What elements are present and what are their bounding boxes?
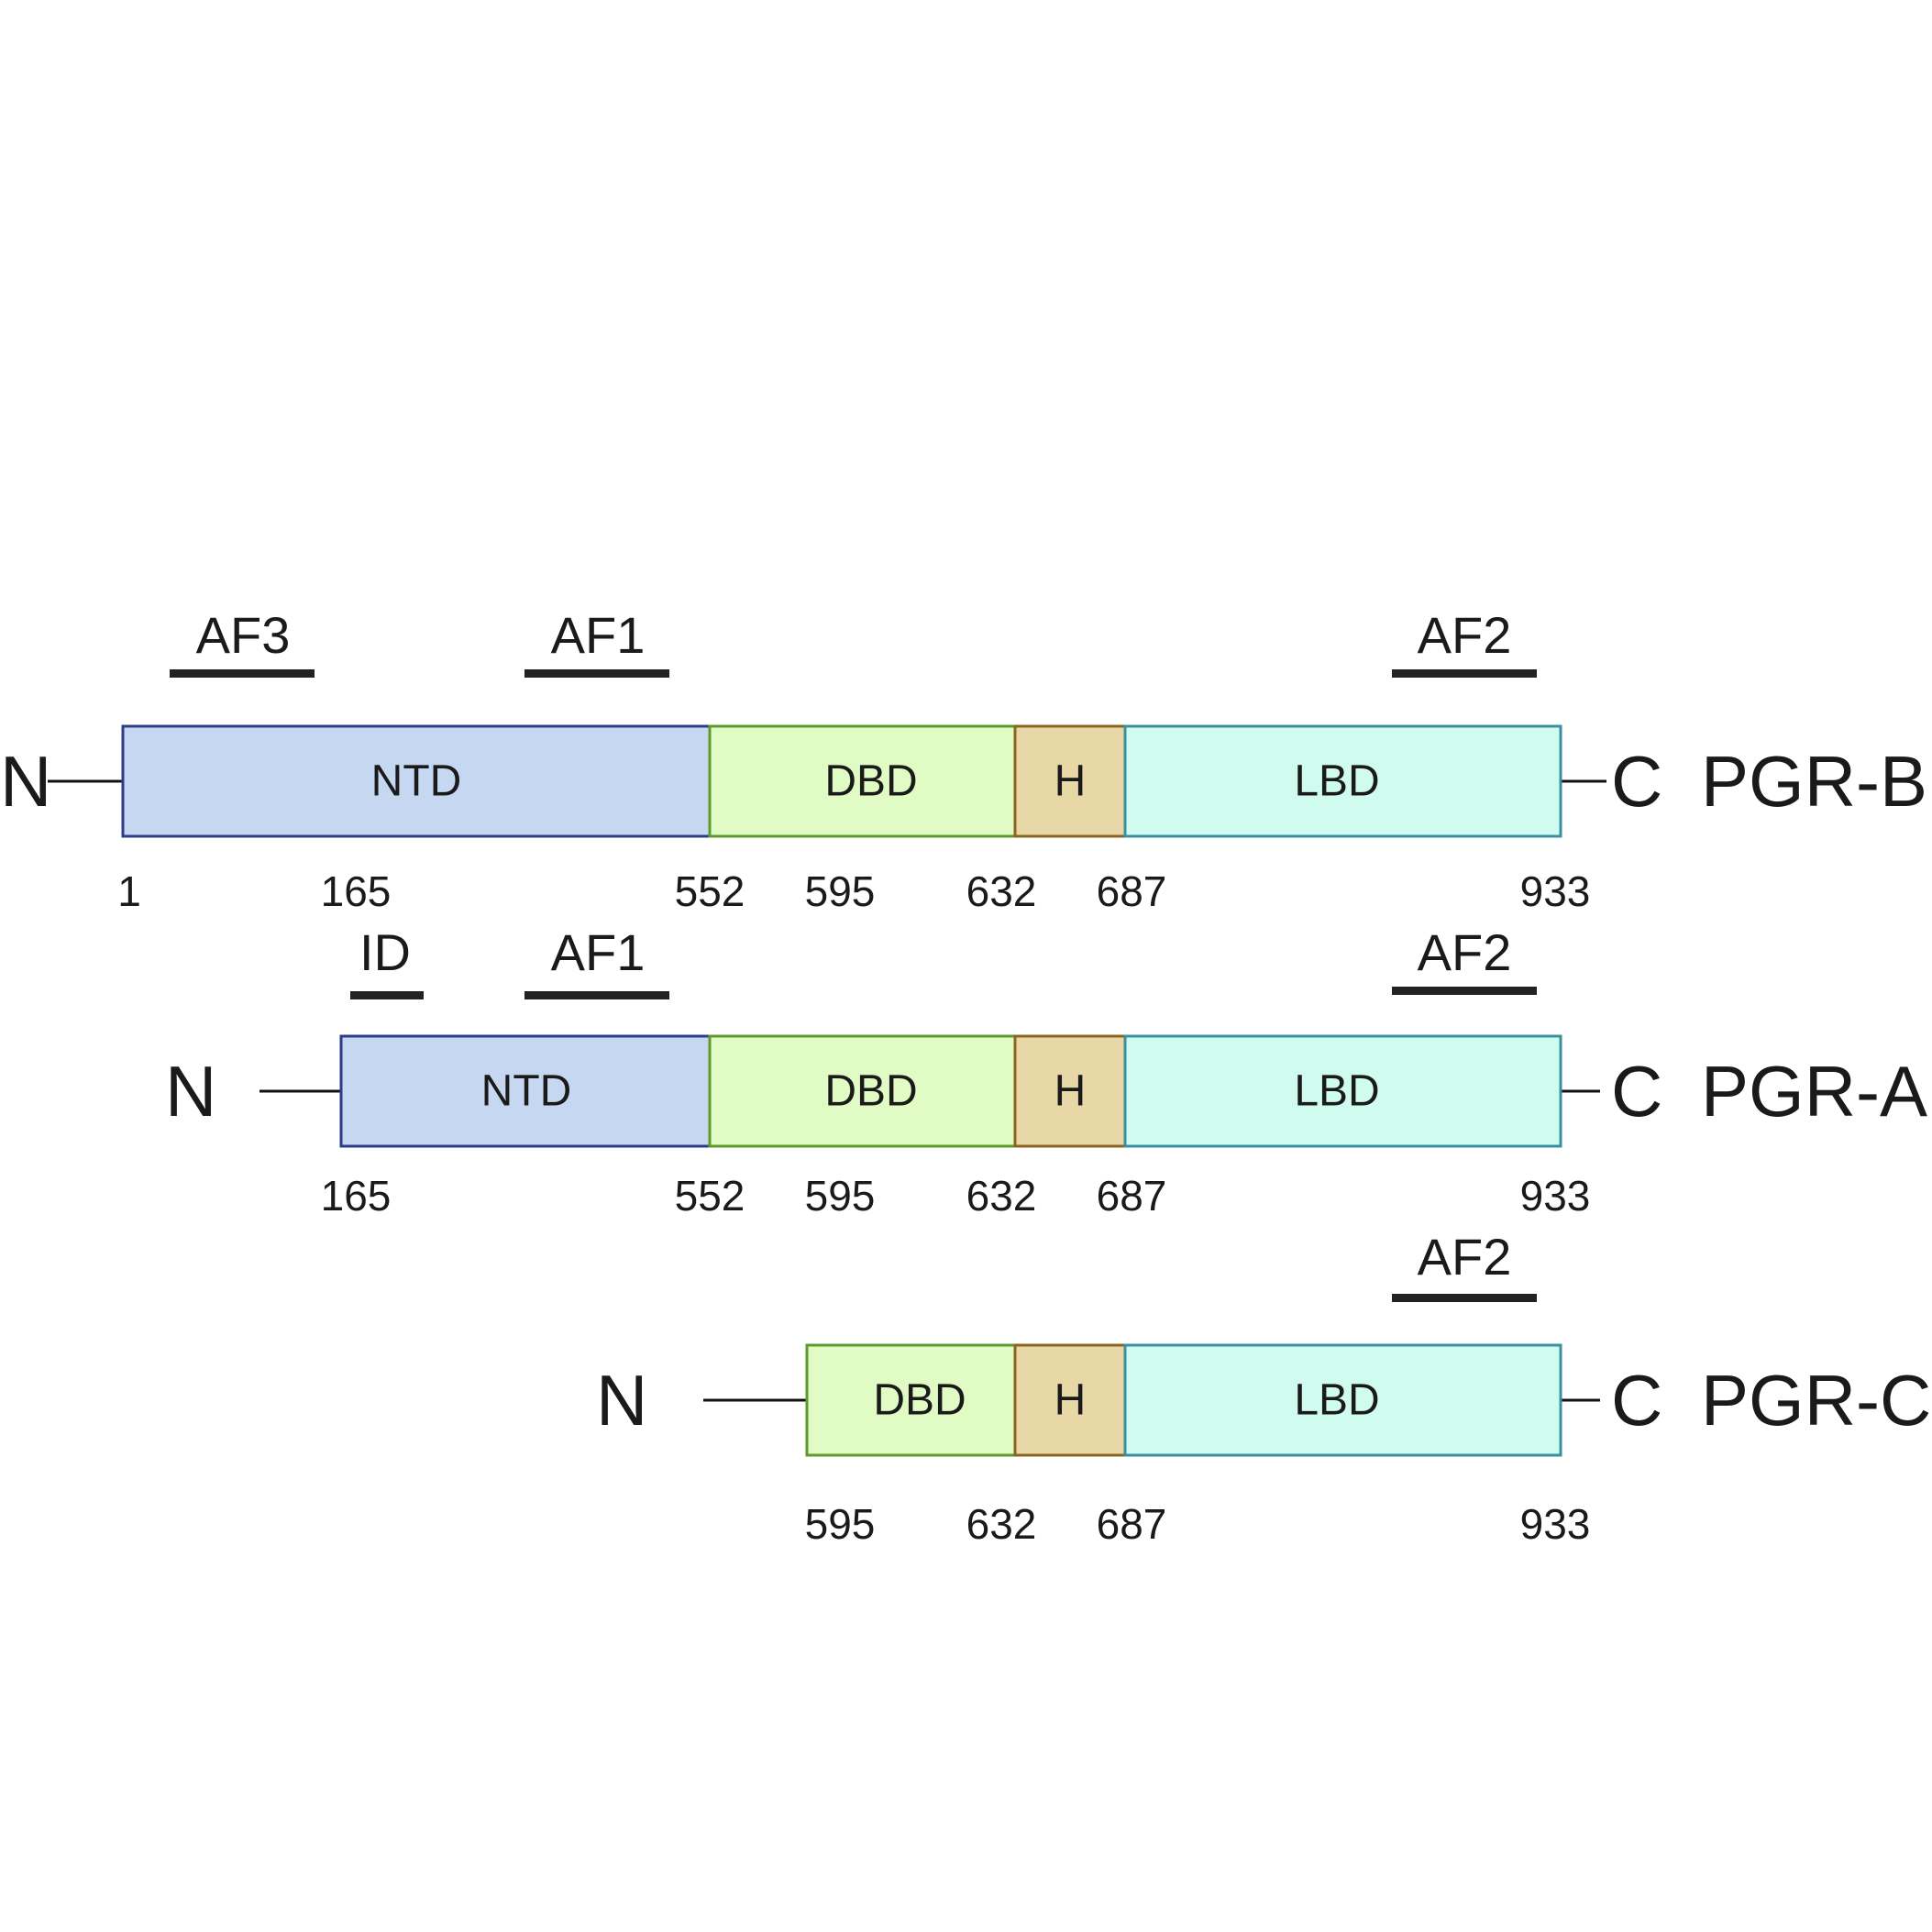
- af1-bar: [524, 991, 669, 999]
- position-label: 933: [1520, 1172, 1591, 1220]
- domain-lbd: [1123, 1034, 1562, 1148]
- position-label: 687: [1097, 1500, 1167, 1548]
- af1-label: AF1: [551, 606, 646, 664]
- n-terminus-label: N: [596, 1360, 647, 1441]
- isoform-name: PGR-B: [1701, 741, 1927, 822]
- c-terminus-label: C: [1611, 741, 1662, 822]
- domain-dbd: [708, 1034, 1017, 1148]
- position-label: 595: [805, 1172, 876, 1220]
- isoform-name: PGR-C: [1701, 1360, 1931, 1441]
- position-label: 687: [1097, 1172, 1167, 1220]
- domain-dbd-label: DBD: [824, 1067, 917, 1116]
- af1-bar: [524, 669, 669, 678]
- af2-bar: [1392, 987, 1537, 995]
- position-label: 595: [805, 1500, 876, 1548]
- af3-bar: [170, 669, 315, 678]
- af2-label: AF2: [1418, 606, 1512, 664]
- domain-h-label: H: [1054, 757, 1087, 806]
- id-bar: [350, 991, 424, 999]
- position-label: 595: [805, 867, 876, 915]
- af2-bar: [1392, 1294, 1537, 1302]
- isoform-pgr-b: AF3 AF1 AF2 NTD DBD H LBD N C PGR-B 1 16…: [0, 606, 1927, 915]
- af2-label: AF2: [1418, 1228, 1512, 1286]
- position-label: 933: [1520, 867, 1591, 915]
- domain-lbd-label: LBD: [1294, 757, 1379, 806]
- position-label: 552: [675, 867, 745, 915]
- domain-lbd: [1123, 1343, 1562, 1457]
- af1-label: AF1: [551, 923, 646, 981]
- domain-h-label: H: [1054, 1067, 1087, 1116]
- domain-ntd-label: NTD: [371, 757, 462, 806]
- isoform-pgr-a: ID AF1 AF2 NTD DBD H LBD N C PGR-A 165 5…: [165, 923, 1927, 1220]
- af2-bar: [1392, 669, 1537, 678]
- domain-dbd: [708, 724, 1017, 838]
- af3-label: AF3: [196, 606, 291, 664]
- domain-h: [1013, 1343, 1127, 1457]
- isoform-name: PGR-A: [1701, 1051, 1927, 1132]
- n-terminus-label: N: [0, 741, 51, 822]
- domain-h-label: H: [1054, 1376, 1087, 1425]
- position-label: 687: [1097, 867, 1167, 915]
- isoform-pgr-c: AF2 DBD H LBD N C PGR-C 595 632 687 933: [596, 1228, 1931, 1548]
- domain-dbd: [805, 1343, 1017, 1457]
- id-label: ID: [359, 923, 411, 981]
- n-terminus-label: N: [165, 1051, 216, 1132]
- position-label: 933: [1520, 1500, 1591, 1548]
- c-terminus-label: C: [1611, 1051, 1662, 1132]
- position-label: 632: [966, 867, 1037, 915]
- c-terminus-label: C: [1611, 1360, 1662, 1441]
- domain-ntd: [339, 1034, 712, 1148]
- position-label: 1: [117, 867, 141, 915]
- position-label: 632: [966, 1172, 1037, 1220]
- position-label: 165: [321, 1172, 392, 1220]
- position-label: 165: [321, 867, 392, 915]
- domain-lbd-label: LBD: [1294, 1067, 1379, 1116]
- position-label: 632: [966, 1500, 1037, 1548]
- domain-lbd: [1123, 724, 1562, 838]
- position-label: 552: [675, 1172, 745, 1220]
- domain-dbd-label: DBD: [873, 1376, 966, 1425]
- domain-ntd-label: NTD: [481, 1067, 572, 1116]
- domain-h: [1013, 724, 1127, 838]
- af2-label: AF2: [1418, 923, 1512, 981]
- domain-lbd-label: LBD: [1294, 1376, 1379, 1425]
- domain-ntd: [121, 724, 712, 838]
- domain-dbd-label: DBD: [824, 757, 917, 806]
